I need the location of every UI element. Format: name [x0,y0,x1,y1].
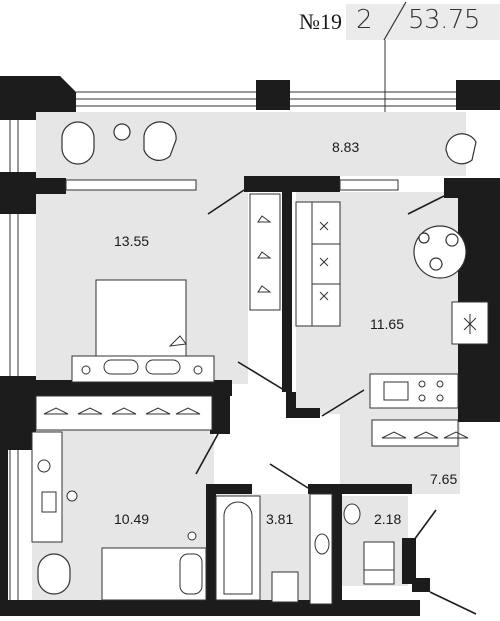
sofa [295,201,341,327]
kitchen-units [369,301,489,409]
desk [31,431,78,543]
room-area-bedroom: 13.55 [114,233,149,249]
wardrobe-child [35,395,213,431]
dining-table [413,225,467,279]
room-count: 2 [356,5,373,35]
apartment-number: №19 [299,9,342,34]
armchairs [37,121,477,595]
room-area-hall: 7.65 [430,471,457,487]
total-area: 53.75 [408,5,480,35]
room-area-living: 8.83 [332,139,359,155]
room-area-wc: 2.18 [374,511,401,527]
single-bed [101,531,207,601]
toilets [271,541,395,603]
partition-windows [65,179,399,191]
room-area-kitchen: 11.65 [370,316,404,332]
room-area-bathroom: 3.81 [266,511,293,527]
sink [309,493,361,605]
apartment-summary-box [346,4,500,40]
bathtub [215,495,261,601]
wardrobe-bedroom [249,193,281,311]
summary-divider [383,1,407,41]
room-area-child-room: 10.49 [114,511,149,527]
doors [195,189,477,615]
wardrobe-hall [371,419,469,447]
windows [9,91,456,600]
double-bed [71,279,215,383]
